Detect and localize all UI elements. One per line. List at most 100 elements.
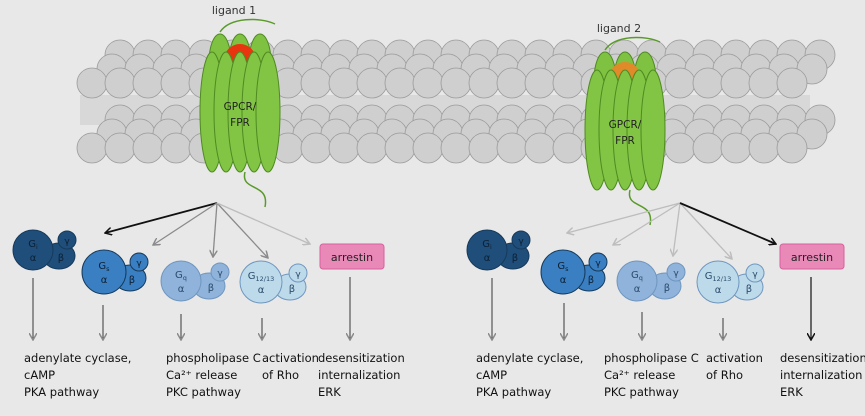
- arrestin: arrestin: [319, 243, 385, 270]
- helix: [640, 69, 666, 191]
- activation-arrow: [679, 202, 776, 244]
- output-text: adenylate cyclase,: [24, 351, 132, 365]
- activation-arrow: [153, 202, 218, 245]
- activation-arrow: [679, 202, 732, 259]
- lipid-head: [412, 67, 444, 99]
- g-protein-name: Gq: [631, 270, 643, 282]
- lipid-head: [76, 132, 108, 164]
- output-text: PKA pathway: [476, 385, 552, 399]
- activation-arrows-right: [567, 202, 776, 259]
- g-protein-name: Gi: [482, 239, 492, 251]
- gamma-label: γ: [136, 259, 142, 269]
- lipid-head: [300, 67, 332, 99]
- arrestin: arrestin: [779, 243, 845, 270]
- g-protein-name: Gq: [175, 270, 187, 282]
- alpha-subunit: [81, 249, 127, 295]
- output-right-arrestin: desensitization internalization ERK: [780, 350, 865, 401]
- ligand-label: ligand 2: [597, 22, 641, 35]
- downstream-arrows-left: [33, 277, 350, 340]
- lipid-head: [524, 67, 556, 99]
- output-text: internalization: [318, 368, 401, 382]
- activation-arrow: [105, 202, 218, 233]
- output-text: Ca²⁺ release: [166, 368, 238, 382]
- lipid-head: [496, 67, 528, 99]
- output-text: ERK: [780, 385, 803, 399]
- output-right-rho: activation of Rho: [706, 350, 763, 384]
- output-right-plc: phospholipase C Ca²⁺ release PKC pathway: [604, 350, 699, 401]
- receptor-loop: [219, 18, 276, 33]
- receptor-label: FPR: [230, 117, 250, 129]
- lipid-head: [776, 132, 808, 164]
- lipid-head: [720, 132, 752, 164]
- lipid-head: [412, 132, 444, 164]
- lipid-head: [132, 132, 164, 164]
- alpha-subunit: [466, 229, 508, 271]
- activation-arrow: [613, 202, 681, 245]
- output-left-cyclase: adenylate cyclase, cAMP PKA pathway: [24, 350, 131, 401]
- output-text: cAMP: [476, 368, 508, 382]
- arrestin-box: [319, 243, 385, 270]
- alpha-label: α: [178, 284, 185, 295]
- receptor-label: FPR: [615, 135, 635, 147]
- activation-arrow: [216, 202, 268, 258]
- lipid-head: [776, 67, 808, 99]
- g-protein-name: Gs: [98, 261, 110, 273]
- g-protein-subscript: i: [36, 243, 38, 251]
- gamma-label: γ: [64, 237, 70, 247]
- gamma-label: γ: [752, 270, 758, 280]
- lipid-head: [104, 67, 136, 99]
- gamma-subunit: [511, 230, 531, 250]
- lipid-head: [160, 67, 192, 99]
- upper-leaflet: [76, 39, 836, 99]
- output-left-rho: activation of Rho: [262, 350, 319, 384]
- lower-leaflet: [76, 104, 836, 164]
- gamma-subunit: [210, 262, 230, 282]
- beta-label: β: [512, 253, 518, 264]
- output-right-cyclase: adenylate cyclase, cAMP PKA pathway: [476, 350, 583, 401]
- lipid-head: [552, 132, 584, 164]
- beta-label: β: [289, 284, 295, 295]
- output-text: phospholipase C: [166, 351, 261, 365]
- activation-arrow: [213, 202, 218, 257]
- g-protein-name: Gs: [557, 261, 569, 273]
- lipid-head: [132, 67, 164, 99]
- beta-label: β: [129, 275, 135, 286]
- lipid-head: [720, 67, 752, 99]
- lipid-head: [748, 67, 780, 99]
- output-text: internalization: [780, 368, 863, 382]
- g-protein-subscript: i: [490, 243, 492, 251]
- g-protein-s: Gs α βγ: [540, 249, 608, 295]
- lipid-head: [468, 132, 500, 164]
- arrestin-label: arrestin: [791, 251, 833, 264]
- alpha-subunit: [160, 260, 202, 302]
- output-text: phospholipase C: [604, 351, 699, 365]
- lipid-head: [356, 67, 388, 99]
- output-left-arrestin: desensitization internalization ERK: [318, 350, 405, 401]
- lipid-head: [664, 67, 696, 99]
- output-text: desensitization: [318, 351, 405, 365]
- lipid-head: [664, 132, 696, 164]
- lipid-head: [160, 132, 192, 164]
- lipid-head: [496, 132, 528, 164]
- beta-label: β: [588, 275, 594, 286]
- output-text: ERK: [318, 385, 341, 399]
- lipid-head: [692, 67, 724, 99]
- gamma-label: γ: [595, 259, 601, 269]
- beta-label: β: [664, 283, 670, 294]
- activation-arrows-left: [105, 202, 310, 258]
- output-text: of Rho: [262, 368, 300, 382]
- gamma-subunit: [666, 262, 686, 282]
- lipid-head: [440, 132, 472, 164]
- output-text: PKC pathway: [166, 385, 241, 399]
- arrestin-box: [779, 243, 845, 270]
- g-protein-name: Gi: [28, 239, 38, 251]
- alpha-label: α: [560, 275, 567, 286]
- output-text: PKC pathway: [604, 385, 679, 399]
